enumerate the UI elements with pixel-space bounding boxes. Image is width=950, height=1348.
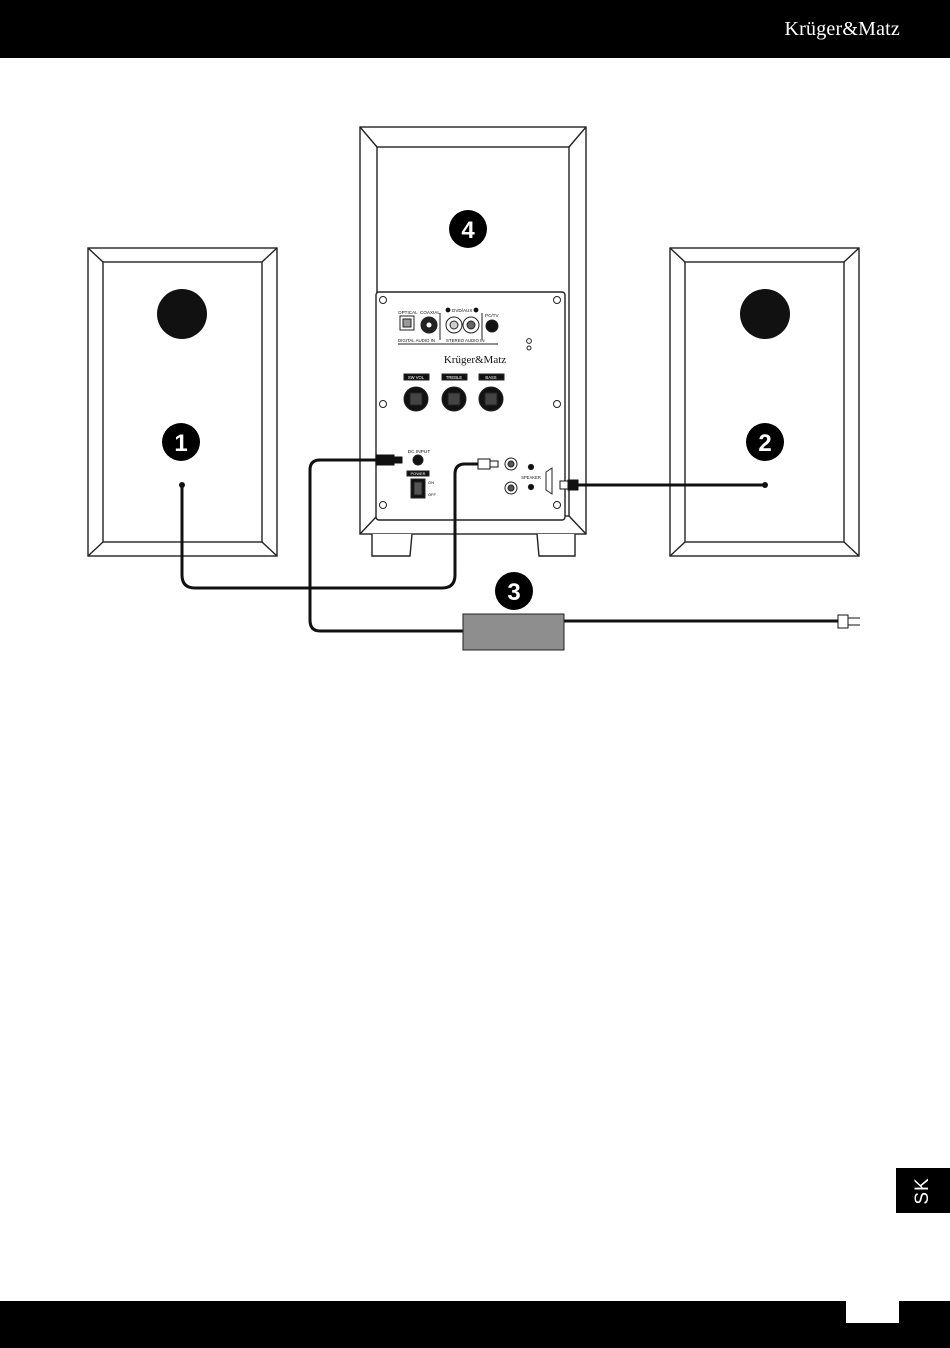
pc-tv-label: PC/TV <box>485 313 499 318</box>
language-tab: SK <box>896 1168 950 1213</box>
left-speaker-driver <box>157 289 207 339</box>
off-label: OFF <box>428 492 437 497</box>
speaker-label: SPEAKER <box>521 475 541 480</box>
callout-1-label: 1 <box>174 430 187 457</box>
treble-label: TREBLE <box>446 375 462 380</box>
callout-3-label: 3 <box>507 579 520 606</box>
power-adapter <box>463 614 564 650</box>
dvd-aux-label: DVD/AUX <box>452 308 472 313</box>
footer-bar <box>0 1301 950 1348</box>
dc-input-label: DC INPUT <box>408 449 431 455</box>
coaxial-label: COAXIAL <box>420 310 440 315</box>
sw-vol-label: SW VOL <box>408 375 425 380</box>
callout-2-label: 2 <box>758 430 771 457</box>
language-label: SK <box>912 1177 934 1204</box>
on-label: ON <box>428 480 434 485</box>
optical-label: OPTICAL <box>398 310 418 315</box>
panel-brand-logo: Krüger&Matz <box>444 354 506 366</box>
power-label: POWER <box>410 471 425 476</box>
callout-4-label: 4 <box>461 217 475 244</box>
digital-audio-in-label: DIGITAL AUDIO IN <box>398 338 435 343</box>
right-speaker-driver <box>740 289 790 339</box>
page-number-box <box>846 1301 899 1323</box>
bass-label: BASS <box>485 375 496 380</box>
stereo-audio-in-label: STEREO AUDIO IN <box>446 338 485 343</box>
